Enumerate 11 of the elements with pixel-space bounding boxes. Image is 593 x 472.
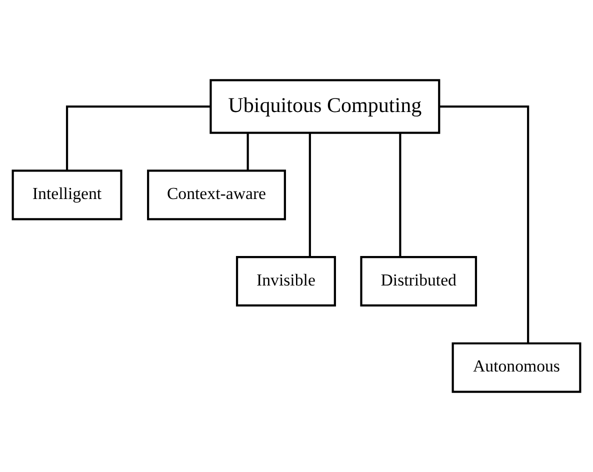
node-box: Autonomous	[452, 342, 582, 393]
node-box: Ubiquitous Computing	[210, 79, 440, 134]
connector	[66, 105, 211, 170]
connector	[399, 133, 402, 257]
connector	[439, 105, 530, 344]
node-box: Invisible	[236, 256, 336, 307]
node-box: Distributed	[360, 256, 478, 307]
connector	[308, 133, 311, 257]
node-box: Context-aware	[147, 170, 286, 220]
node-box: Intelligent	[12, 170, 122, 220]
connector	[246, 133, 249, 171]
